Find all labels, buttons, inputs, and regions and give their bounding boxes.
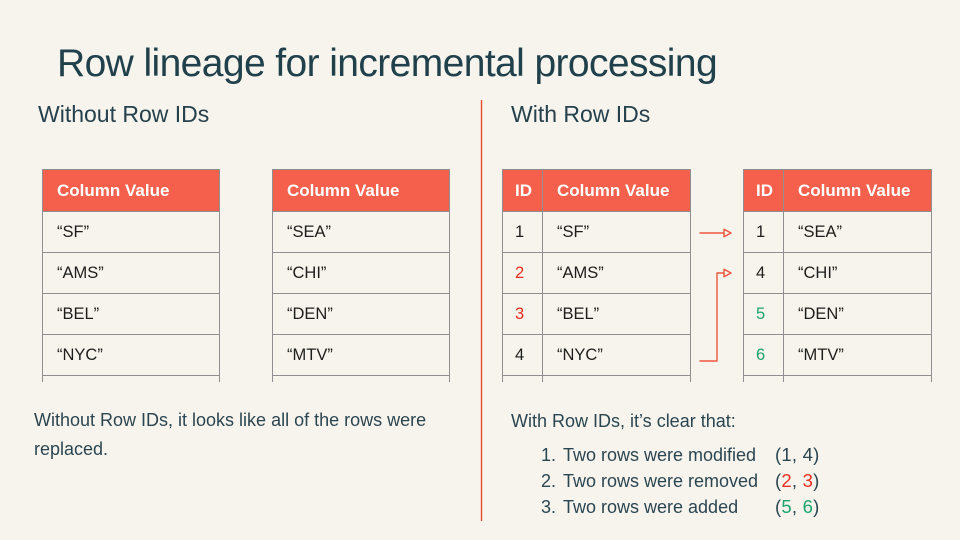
- table-row: 5 “DEN”: [743, 293, 932, 335]
- table-stub-row: [502, 375, 691, 382]
- value-cell: “SF”: [542, 211, 691, 253]
- list-number: 2.: [540, 471, 556, 491]
- table-row: 2 “AMS”: [502, 252, 691, 294]
- table-without-ids-before: Column Value “SF” “AMS” “BEL” “NYC”: [42, 169, 220, 382]
- table-row: 4 “CHI”: [743, 252, 932, 294]
- table-row: “MTV”: [272, 334, 450, 376]
- id-cell: 1: [502, 211, 543, 253]
- table-stub-row: [272, 375, 450, 382]
- id-ref: 2: [781, 470, 792, 491]
- arrowhead-icon: [723, 228, 732, 238]
- table-without-ids-after: Column Value “SEA” “CHI” “DEN” “MTV”: [272, 169, 450, 382]
- table-header-row: ID Column Value: [743, 169, 932, 212]
- list-item-added: 3. Two rows were added (5, 6): [540, 496, 819, 522]
- table-header-row: ID Column Value: [502, 169, 691, 212]
- id-cell: 1: [743, 211, 784, 253]
- table-stub-row: [42, 375, 220, 382]
- column-value-header: Column Value: [272, 169, 450, 212]
- table-row: “BEL”: [42, 293, 220, 335]
- value-cell: “MTV”: [783, 334, 932, 376]
- column-value-header: Column Value: [42, 169, 220, 212]
- id-ref: 1: [781, 444, 792, 465]
- list-text: Two rows were removed: [563, 471, 759, 491]
- page-title: Row lineage for incremental processing: [57, 42, 718, 85]
- id-cell: 5: [743, 293, 784, 335]
- section-heading-without-row-ids: Without Row IDs: [38, 101, 210, 127]
- table-with-ids-before: ID Column Value 1 “SF” 2 “AMS” 3 “BEL” 4…: [502, 169, 691, 382]
- id-cell: 2: [502, 252, 543, 294]
- value-cell: “AMS”: [542, 252, 691, 294]
- id-ref: 3: [802, 470, 814, 491]
- id-cell: 4: [743, 252, 784, 294]
- table-row: “CHI”: [272, 252, 450, 294]
- paren-close: ): [813, 496, 820, 517]
- value-cell: “AMS”: [42, 252, 220, 294]
- id-separator: ,: [791, 444, 803, 465]
- paren-open: (: [775, 470, 782, 491]
- list-item-removed: 2. Two rows were removed (2, 3): [540, 470, 819, 496]
- list-ids: (1, 4): [775, 444, 819, 466]
- id-cell: 6: [743, 334, 784, 376]
- paren-open: (: [775, 496, 782, 517]
- table-with-ids-after: ID Column Value 1 “SEA” 4 “CHI” 5 “DEN” …: [743, 169, 932, 382]
- id-header: ID: [502, 169, 543, 212]
- id-separator: ,: [791, 470, 803, 491]
- list-ids: (2, 3): [775, 470, 819, 492]
- table-row: “SEA”: [272, 211, 450, 253]
- value-cell: “BEL”: [42, 293, 220, 335]
- table-row: 3 “BEL”: [502, 293, 691, 335]
- table-row: “DEN”: [272, 293, 450, 335]
- id-cell: 3: [502, 293, 543, 335]
- table-row: 1 “SEA”: [743, 211, 932, 253]
- value-cell: “DEN”: [272, 293, 450, 335]
- table-header-row: Column Value: [272, 169, 450, 212]
- arrowhead-icon: [723, 268, 732, 278]
- value-cell: “CHI”: [272, 252, 450, 294]
- column-value-header: Column Value: [783, 169, 932, 212]
- paren-close: ): [813, 470, 820, 491]
- id-ref: 6: [802, 496, 814, 517]
- id-ref: 5: [781, 496, 792, 517]
- table-row: “AMS”: [42, 252, 220, 294]
- list-number: 1.: [540, 445, 556, 465]
- value-cell: “SF”: [42, 211, 220, 253]
- paren-close: ): [813, 444, 820, 465]
- id-ref: 4: [802, 444, 814, 465]
- table-row: “SF”: [42, 211, 220, 253]
- section-heading-with-row-ids: With Row IDs: [511, 101, 651, 127]
- list-ids: (5, 6): [775, 496, 819, 518]
- table-row: 4 “NYC”: [502, 334, 691, 376]
- value-cell: “CHI”: [783, 252, 932, 294]
- value-cell: “NYC”: [542, 334, 691, 376]
- row-mapping-elbow-arrow-line: [699, 272, 725, 362]
- table-row: 6 “MTV”: [743, 334, 932, 376]
- id-separator: ,: [791, 496, 803, 517]
- list-item-modified: 1. Two rows were modified (1, 4): [540, 444, 819, 470]
- table-row: “NYC”: [42, 334, 220, 376]
- table-header-row: Column Value: [42, 169, 220, 212]
- id-cell: 4: [502, 334, 543, 376]
- column-value-header: Column Value: [542, 169, 691, 212]
- value-cell: “DEN”: [783, 293, 932, 335]
- list-text: Two rows were added: [563, 497, 739, 517]
- table-row: 1 “SF”: [502, 211, 691, 253]
- list-number: 3.: [540, 497, 556, 517]
- list-text: Two rows were modified: [563, 445, 757, 465]
- value-cell: “SEA”: [783, 211, 932, 253]
- paren-open: (: [775, 444, 782, 465]
- value-cell: “BEL”: [542, 293, 691, 335]
- conclusion-list: 1. Two rows were modified (1, 4) 2. Two …: [540, 444, 819, 522]
- caption-without-row-ids: Without Row IDs, it looks like all of th…: [34, 410, 427, 459]
- caption-with-row-ids: With Row IDs, it’s clear that:: [511, 411, 736, 431]
- table-stub-row: [743, 375, 932, 382]
- id-header: ID: [743, 169, 784, 212]
- value-cell: “MTV”: [272, 334, 450, 376]
- value-cell: “SEA”: [272, 211, 450, 253]
- value-cell: “NYC”: [42, 334, 220, 376]
